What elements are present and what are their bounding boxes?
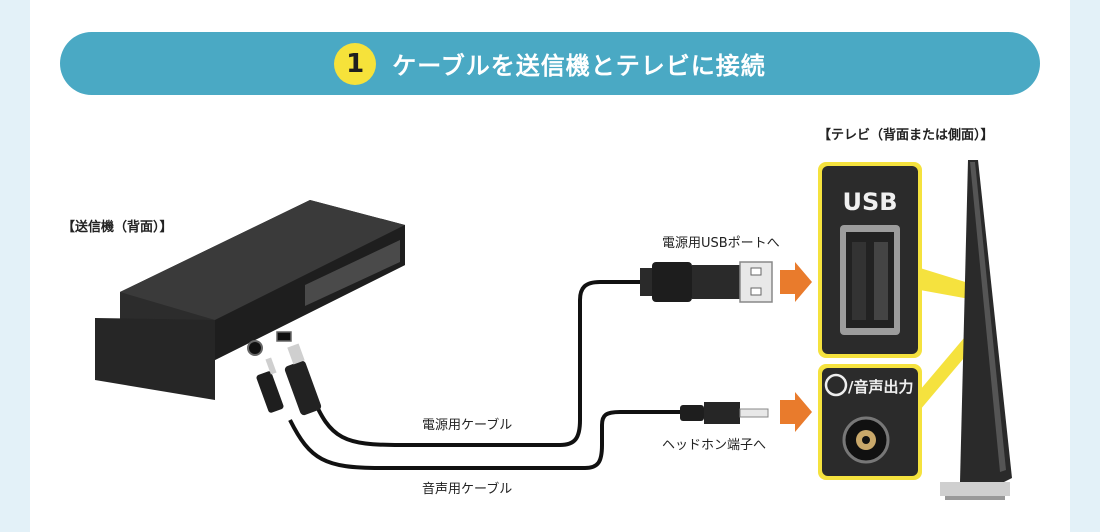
step-title: ケーブルを送信機とテレビに接続 — [392, 52, 766, 80]
usb-port-label: USB — [842, 188, 897, 216]
audio-arrow — [780, 392, 812, 432]
audio-port-zoom-panel: /音声出力 — [818, 364, 922, 480]
tv-side-label: 【テレビ（背面または側面）】 — [818, 128, 994, 143]
step-number-badge: 1 — [334, 42, 377, 85]
headphone-icon — [824, 373, 848, 397]
tv-side-profile — [940, 160, 1012, 500]
to-usb-port-label: 電源用USBポートへ — [662, 236, 780, 251]
audio-plug — [680, 402, 769, 424]
usb-highlight-wedge — [920, 268, 975, 300]
usb-port-zoom-panel: USB — [818, 162, 922, 358]
to-headphone-label: ヘッドホン端子へ — [662, 438, 767, 453]
power-cable-label: 電源用ケーブル — [422, 418, 513, 433]
plugs-at-transmitter — [256, 343, 322, 416]
transmitter-device — [95, 200, 405, 400]
audio-out-label: /音声出力 — [848, 378, 913, 396]
power-cable-line — [310, 280, 640, 447]
transmitter-back-label: 【送信機（背面）】 — [62, 220, 173, 235]
audio-highlight-wedge — [920, 325, 975, 410]
audio-cable-line — [288, 410, 680, 470]
step-banner: 1 ケーブルを送信機とテレビに接続 — [60, 32, 1040, 95]
usb-arrow — [780, 262, 812, 302]
usb-plug — [640, 261, 773, 303]
audio-cable-label: 音声用ケーブル — [422, 482, 513, 497]
transmitter-spec-label — [305, 240, 400, 306]
